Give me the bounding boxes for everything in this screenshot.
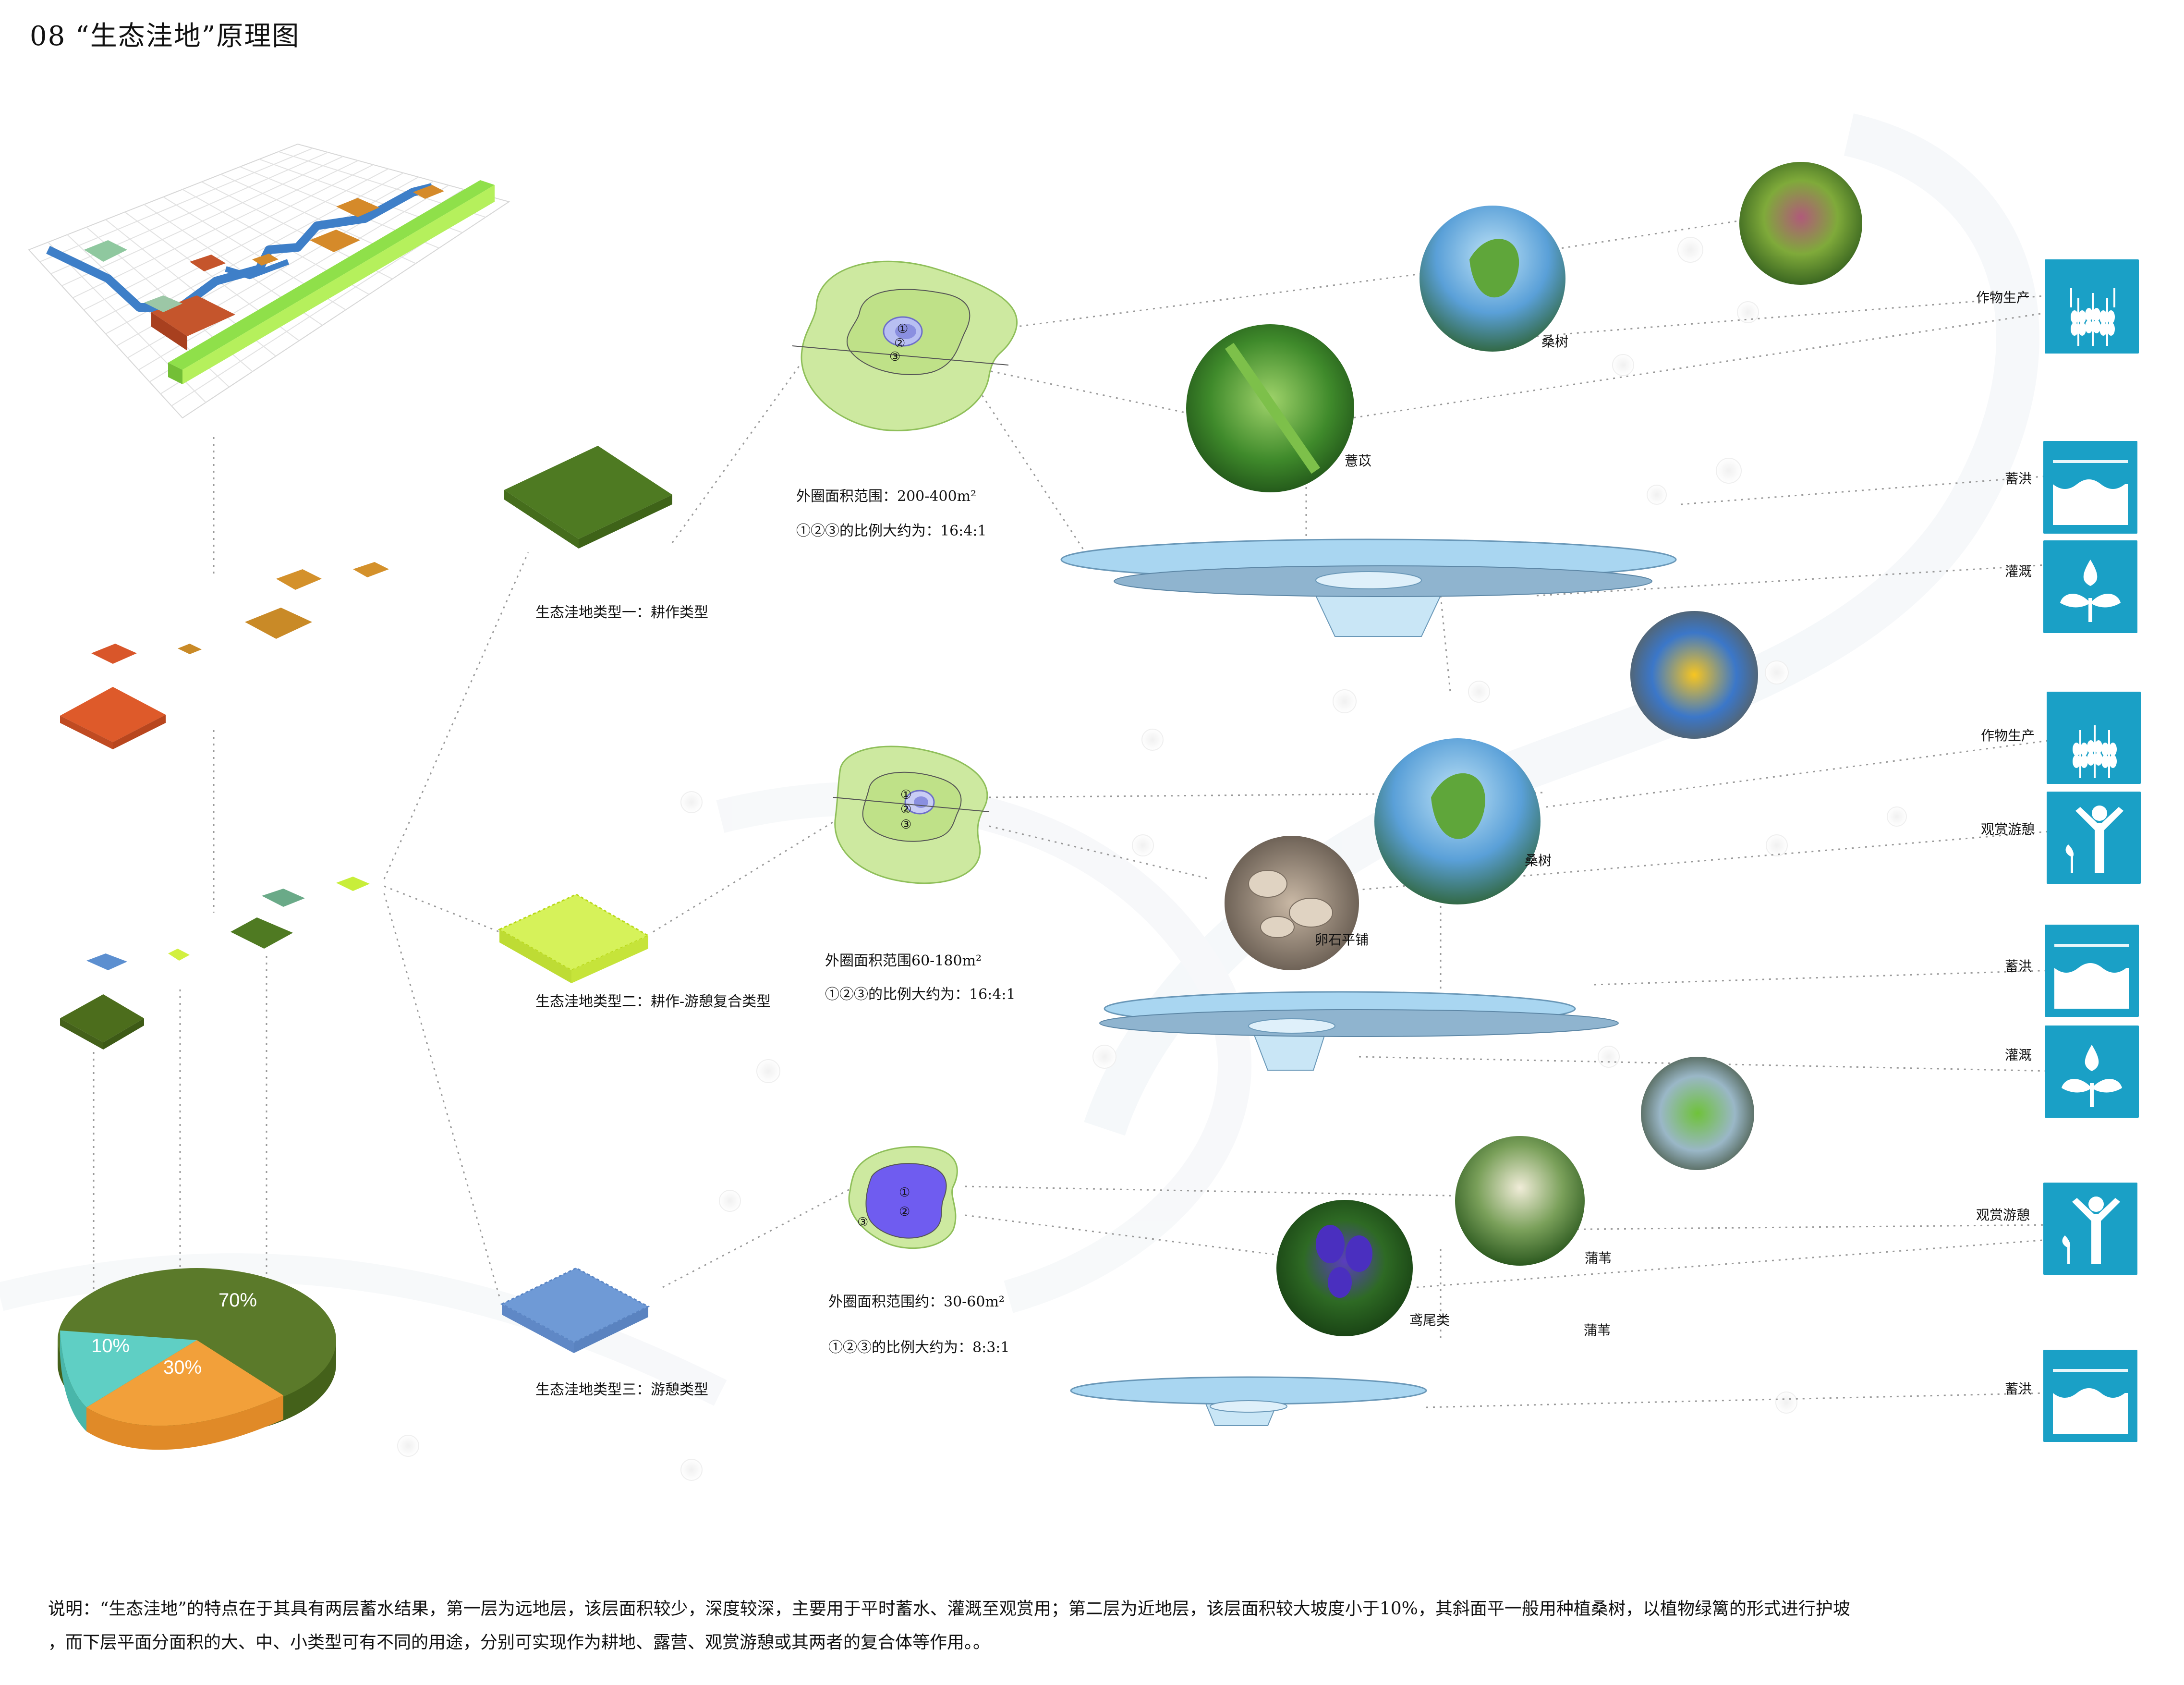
grid-line [138,184,449,370]
type2-name: 生态洼地类型二：耕作-游憩复合类型 [535,993,771,1010]
water-wave-icon [2045,925,2139,1017]
zone-mark-1: ① [900,788,912,802]
plan-blob-type1 [792,260,1018,431]
page-title: 08 “生态洼地”原理图 [30,21,300,52]
zone-mark-2: ② [900,802,912,817]
plan-blob-type2 [833,745,990,884]
plan-blob-type3 [848,1146,958,1249]
plant-label: 卵石平铺 [1315,932,1369,948]
function-label: 作物生产 [1981,728,2035,744]
zone-mark-3: ③ [889,350,901,364]
photo-circles [1186,162,1862,1336]
function-label: 观赏游憩 [1976,1207,2030,1223]
iris-photo [1276,1200,1413,1336]
zone-mark-2: ② [894,336,906,351]
section-dish-type1 [1060,538,1677,637]
plant-label: 蒲苇 [1584,1322,1611,1338]
section-dish-type2 [1099,991,1619,1071]
water-wave-icon [2043,441,2137,534]
pie-slice-10 [60,1331,197,1407]
water-wave-icon [2043,1350,2137,1442]
type2-ratio: ①②③的比例大约为：16:4:1 [825,986,1016,1003]
type1-name: 生态洼地类型一：耕作类型 [535,604,708,621]
exploded-blocks-upper [60,562,389,749]
type3-name: 生态洼地类型三：游憩类型 [535,1381,708,1398]
pie-label-70: 70% [218,1290,257,1311]
zone-mark-1: ① [897,322,909,336]
pie-chart [58,1268,336,1450]
sprout-drop-icon [2043,540,2137,633]
camping-photo [1630,611,1758,739]
function-label: 蓄洪 [2005,958,2032,974]
sprout-drop-icon [2045,1026,2139,1118]
pampas-grass-photo [1455,1136,1585,1266]
type-blocks [497,446,672,1353]
type1-area: 外圈面积范围：200-400m² [796,488,977,505]
footnote-line-2: ，而下层平面分面积的大、中、小类型可有不同的用途，分别可实现作为耕地、露营、观赏… [48,1633,991,1652]
plant-label: 鸢尾类 [1409,1312,1450,1328]
person-leisure-icon [2043,1183,2137,1275]
function-label: 观赏游憩 [1981,821,2035,837]
exploded-blocks-lower [60,877,370,1050]
function-label: 蓄洪 [2005,1381,2032,1397]
wheat-icon [2047,692,2141,784]
pie-slice-30 [86,1340,283,1426]
farmer-photo [1739,162,1862,285]
pie-label-10: 10% [91,1335,130,1356]
type1-ratio: ①②③的比例大约为：16:4:1 [796,523,987,539]
type3-ratio: ①②③的比例大约为：8:3:1 [828,1339,1010,1356]
wheat-icon [2045,259,2139,354]
person-leisure-icon [2047,792,2141,884]
dotted-leaders [93,220,2056,1408]
zone-mark-3: ③ [900,818,912,832]
pebble-photo [1225,836,1359,970]
function-label: 蓄洪 [2005,471,2032,487]
pie-label-30: 30% [163,1357,202,1378]
type2-area: 外圈面积范围60-180m² [825,952,982,969]
plant-label: 桑树 [1541,334,1569,350]
grid-plan [28,143,510,419]
function-label: 灌溉 [2005,563,2032,579]
plant-label: 薏苡 [1345,453,1372,469]
photographer-photo [1641,1057,1754,1170]
function-label: 作物生产 [1976,290,2030,305]
footnote-line-1: 说明：“生态洼地”的特点在于其具有两层蓄水结果，第一层为远地层，该层面积较少，深… [48,1599,1850,1619]
section-dish-type3 [1070,1376,1427,1426]
zone-mark-2: ② [899,1205,910,1219]
zone-mark-3: ③ [857,1215,869,1230]
plant-label: 蒲苇 [1585,1250,1612,1266]
type3-area: 外圈面积范围约：30-60m² [828,1294,1005,1310]
plant-label: 桑树 [1525,853,1552,868]
function-label: 灌溉 [2005,1047,2032,1063]
zone-mark-1: ① [899,1185,910,1200]
